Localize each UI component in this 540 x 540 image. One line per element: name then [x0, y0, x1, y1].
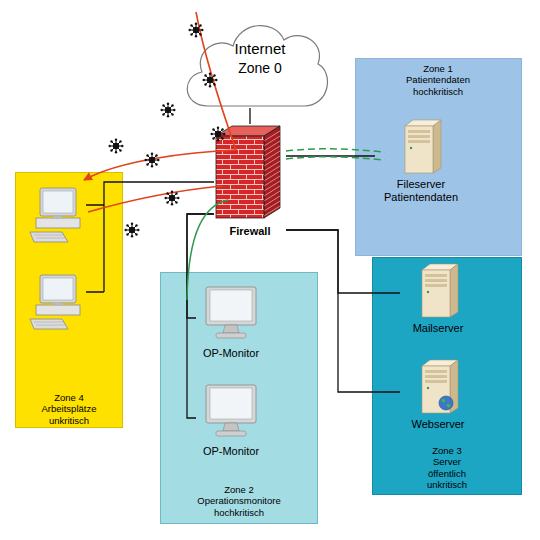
- zone-label: Zone 2 Operationsmonitore hochkritisch: [189, 484, 289, 518]
- device-label: Fileserver Patientendaten: [375, 178, 467, 204]
- firewall: Firewall: [214, 124, 286, 242]
- network-link: [249, 108, 250, 124]
- server-icon: [416, 262, 460, 322]
- zone-label: Zone 1 Patientendaten hochkritisch: [398, 63, 478, 97]
- webserver-icon: [416, 358, 460, 418]
- device-label: OP-Monitor: [196, 347, 266, 360]
- device-label: Mailserver: [400, 322, 476, 335]
- web-server: Webserver: [400, 358, 476, 438]
- security-zone: Zone 4 Arbeitsplätze unkritisch: [15, 172, 123, 428]
- op-monitor: OP-Monitor: [196, 383, 266, 465]
- internet-cloud: InternetZone 0: [178, 12, 330, 108]
- mail-server: Mailserver: [400, 262, 476, 342]
- server-icon: [399, 118, 443, 178]
- zone-label: Zone 4 Arbeitsplätze unkritisch: [34, 392, 104, 426]
- device-label: OP-Monitor: [196, 445, 266, 458]
- security-zone: Zone 2 Operationsmonitore hochkritisch OP…: [160, 272, 318, 524]
- zone-label: Zone 3 Server öffentlich unkritisch: [421, 445, 473, 491]
- monitor-icon: [203, 285, 259, 345]
- op-monitor: OP-Monitor: [196, 285, 266, 367]
- device-label: Webserver: [400, 418, 476, 431]
- device-label: Firewall: [214, 225, 286, 238]
- security-zone: Zone 3 Server öffentlich unkritisch Mails…: [372, 257, 522, 495]
- zone-title: Internet: [184, 40, 336, 58]
- firewall-icon: [214, 124, 284, 224]
- file-server: Fileserver Patientendaten: [375, 118, 467, 210]
- security-zone: Zone 1 Patientendaten hochkritischFilese…: [355, 58, 522, 256]
- monitor-icon: [203, 383, 259, 443]
- zone-label: Zone 0: [184, 60, 336, 77]
